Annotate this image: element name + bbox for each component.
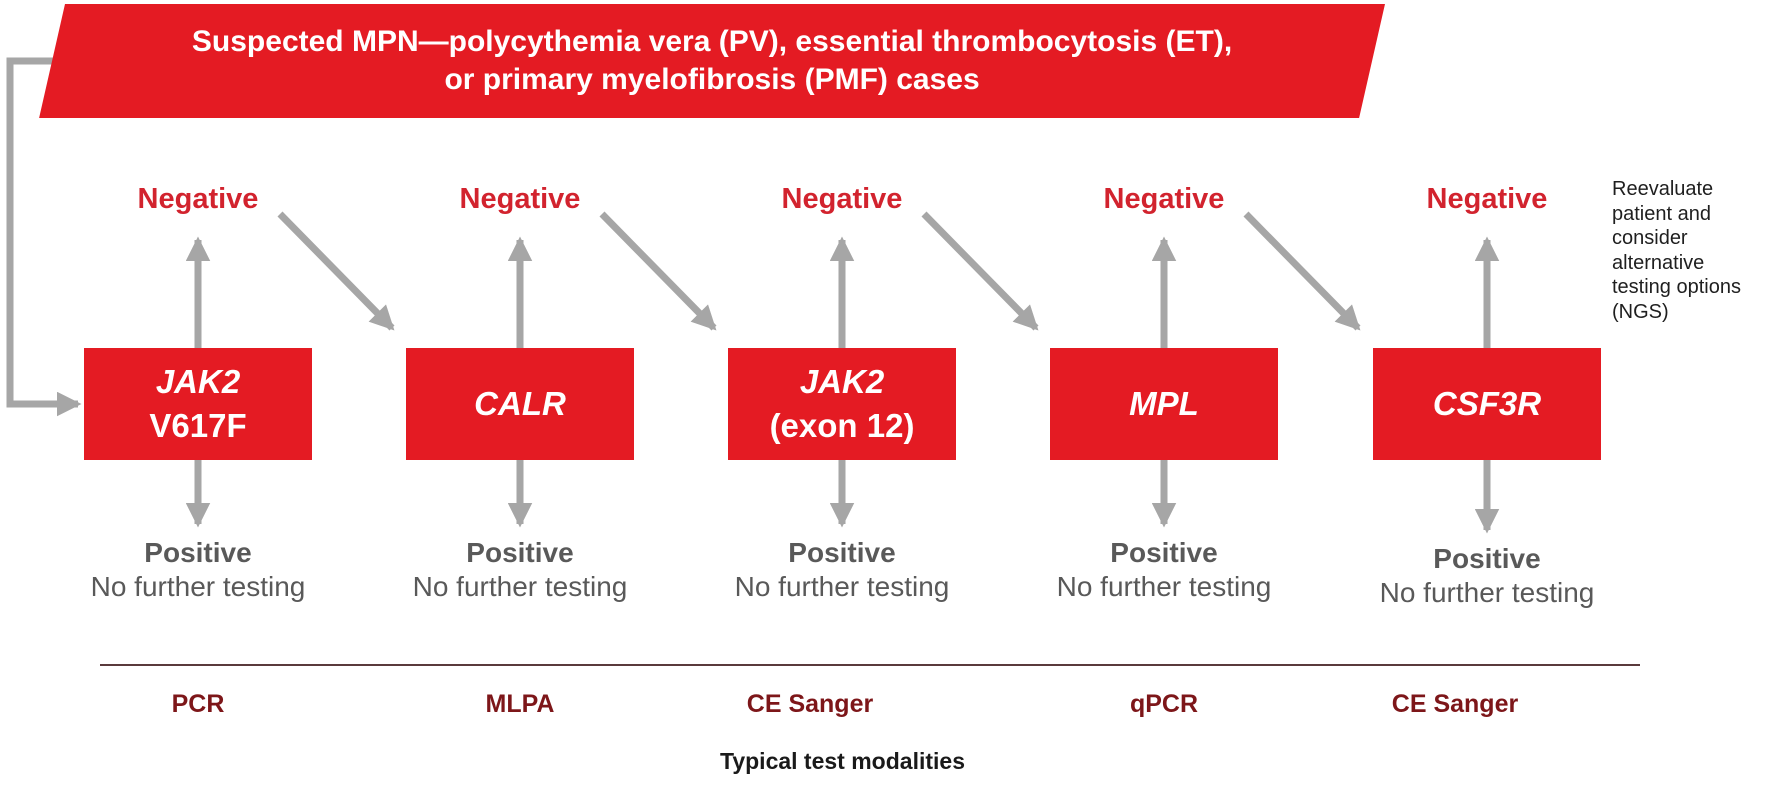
elbow-arrow-banner-to-jak2 — [6, 57, 82, 417]
positive-result-mpl: Positive No further testing — [1004, 536, 1324, 604]
modality-mlpa: MLPA — [485, 690, 555, 718]
negative-label-csf3r: Negative — [1426, 183, 1548, 215]
positive-note: No further testing — [1056, 571, 1272, 602]
diagonal-arrow-2 — [599, 211, 717, 331]
gene-variant: V617F — [149, 407, 247, 444]
positive-note: No further testing — [1379, 577, 1595, 608]
positive-label: Positive — [466, 537, 574, 568]
positive-label: Positive — [1110, 537, 1218, 568]
positive-label: Positive — [144, 537, 252, 568]
diagonal-arrow-4 — [1243, 211, 1361, 331]
gene-name: MPL — [1129, 385, 1199, 422]
positive-label: Positive — [1433, 543, 1541, 574]
positive-result-jak2-exon12: Positive No further testing — [682, 536, 1002, 604]
test-box-jak2-v617f: JAK2 V617F — [84, 348, 312, 460]
banner-line-1: Suspected MPN—polycythemia vera (PV), es… — [191, 25, 1233, 58]
gene-name: CSF3R — [1432, 385, 1542, 422]
negative-label-jak2-v617f: Negative — [137, 183, 259, 215]
test-box-mpl: MPL — [1050, 348, 1278, 460]
reevaluate-note: Reevaluate patient and consider alternat… — [1612, 178, 1741, 323]
positive-note: No further testing — [734, 571, 950, 602]
modality-ce-sanger-1: CE Sanger — [746, 690, 874, 718]
negative-label-calr: Negative — [459, 183, 581, 215]
test-box-calr: CALR — [406, 348, 634, 460]
diagonal-arrow-3 — [921, 211, 1039, 331]
modality-qpcr: qPCR — [1129, 690, 1199, 718]
gene-name: JAK2 — [155, 363, 241, 400]
title-banner-text: Suspected MPN—polycythemia vera (PV), es… — [52, 4, 1372, 118]
negative-label-jak2-exon12: Negative — [781, 183, 903, 215]
modality-pcr: PCR — [171, 690, 225, 718]
modality-ce-sanger-2: CE Sanger — [1391, 690, 1519, 718]
diagonal-arrow-1 — [277, 211, 395, 331]
modality-divider-line — [100, 664, 1640, 666]
gene-name: JAK2 — [799, 363, 885, 400]
positive-note: No further testing — [412, 571, 628, 602]
negative-label-mpl: Negative — [1103, 183, 1225, 215]
positive-note: No further testing — [90, 571, 306, 602]
positive-label: Positive — [788, 537, 896, 568]
gene-name: CALR — [474, 385, 566, 422]
title-banner: Suspected MPN—polycythemia vera (PV), es… — [39, 4, 1385, 118]
test-box-jak2-exon12: JAK2 (exon 12) — [728, 348, 956, 460]
positive-result-csf3r: Positive No further testing — [1327, 542, 1647, 610]
banner-line-2: or primary myelofibrosis (PMF) cases — [444, 63, 980, 96]
positive-result-jak2-v617f: Positive No further testing — [38, 536, 358, 604]
footer-caption: Typical test modalities — [720, 748, 965, 774]
gene-variant: (exon 12) — [769, 407, 915, 444]
positive-result-calr: Positive No further testing — [360, 536, 680, 604]
test-box-csf3r: CSF3R — [1373, 348, 1601, 460]
